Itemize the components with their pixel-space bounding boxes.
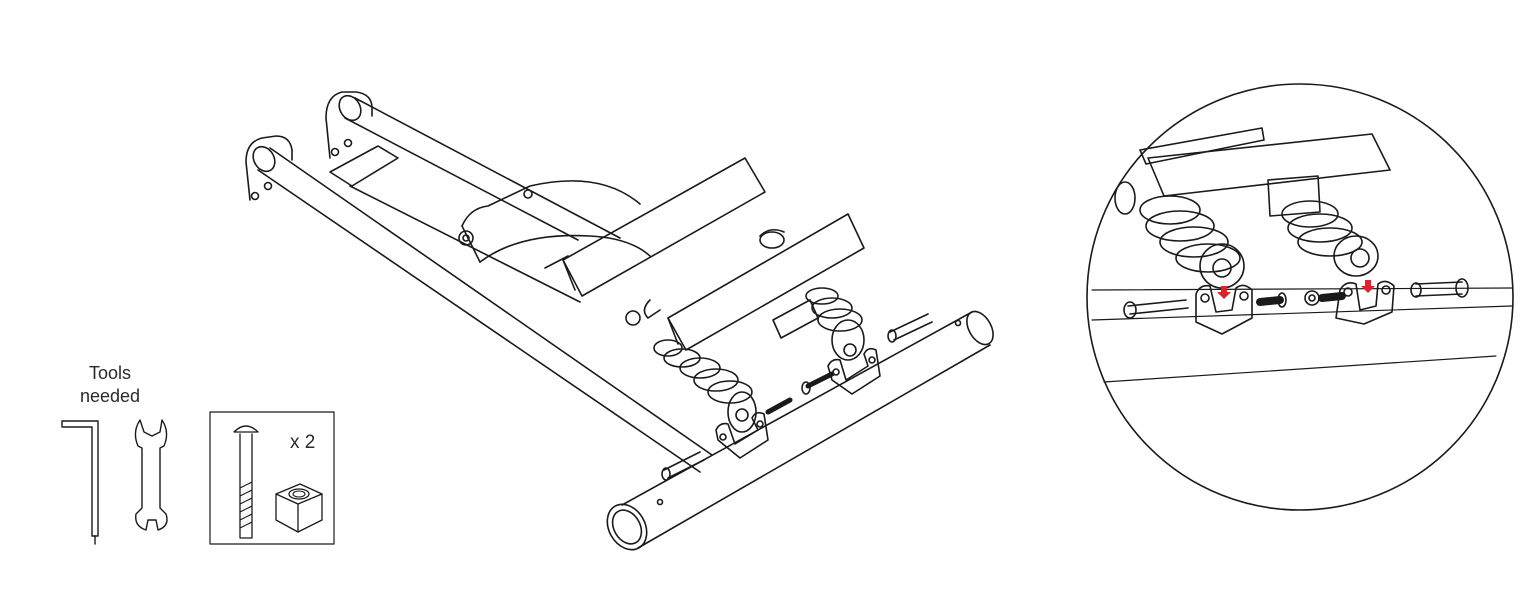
- pin-right-head: [887, 329, 897, 343]
- hex-key-icon: [61, 420, 99, 545]
- detail-pin-right: [1415, 281, 1463, 297]
- bolt-left: [765, 397, 793, 415]
- shock-right: [759, 228, 865, 361]
- pin-right: [889, 313, 933, 341]
- bracket-right: [827, 347, 881, 395]
- bolt-right: [805, 371, 835, 389]
- front-cross-tube: [606, 310, 994, 551]
- bracket-left: [715, 411, 769, 459]
- wrench-icon: [134, 419, 168, 531]
- detail-view: [1086, 83, 1514, 511]
- detail-pin-left: [1127, 299, 1189, 315]
- pin-left: [663, 451, 705, 479]
- hinge-bracket: [458, 180, 651, 263]
- detail-shock-right: [1281, 200, 1379, 277]
- detail-shock-left: [1114, 181, 1245, 289]
- tools-needed-label: Tools needed: [70, 362, 150, 408]
- pin-left-head: [661, 467, 671, 481]
- left-tube: [245, 135, 713, 473]
- parts-box: [209, 411, 335, 545]
- parts-quantity: x 2: [290, 432, 316, 453]
- bolt-right-head: [801, 381, 811, 395]
- top-plate: [329, 145, 581, 303]
- upper-plate: [544, 157, 766, 297]
- detail-bolt-left: [1256, 296, 1284, 306]
- lower-plate: [667, 213, 865, 351]
- detail-bracket-right: [1335, 280, 1395, 325]
- right-tube: [325, 91, 621, 241]
- shock-left: [625, 299, 757, 433]
- bolt-icon: [233, 425, 259, 539]
- arrow-icon: [1217, 280, 1375, 299]
- frame-assembly: [245, 91, 994, 551]
- detail-bracket-left: [1195, 284, 1253, 335]
- tools-label-line1: Tools: [88, 363, 132, 383]
- spacer-block: [772, 299, 819, 339]
- nut-icon: [275, 483, 323, 533]
- tools-label-line2: needed: [79, 386, 141, 406]
